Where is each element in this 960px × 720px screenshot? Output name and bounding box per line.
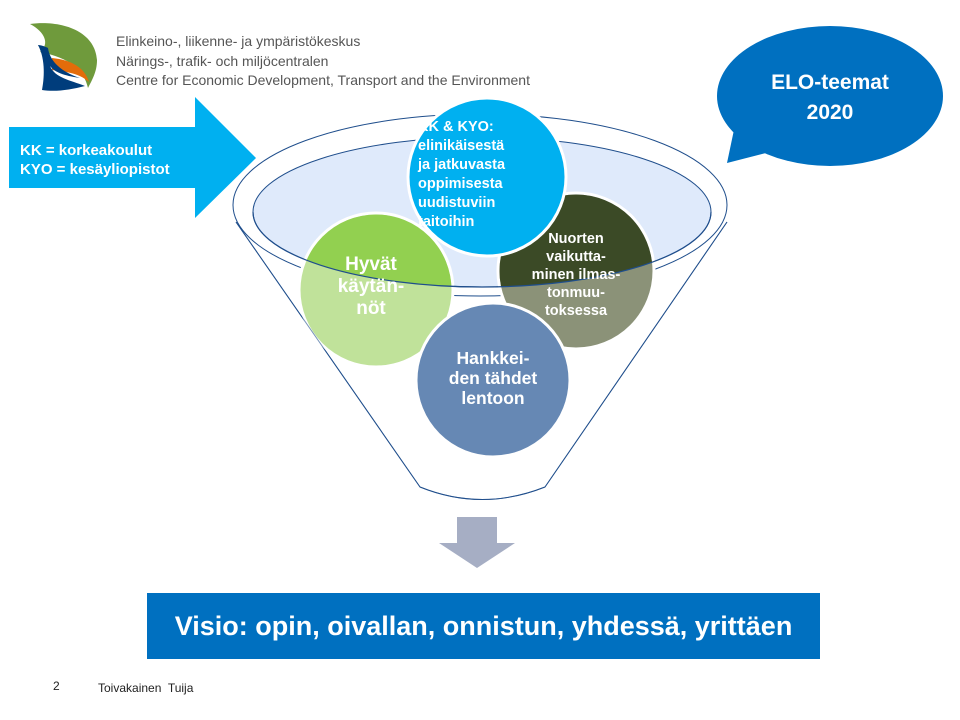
circle-hankkeiden: [414, 301, 572, 459]
label-line: Nuorten: [548, 231, 604, 247]
org-name-fi: Elinkeino-, liikenne- ja ympäristökeskus: [116, 33, 361, 49]
callout-line: ELO-teemat: [771, 71, 889, 94]
ely-logo-icon: [30, 23, 97, 91]
label-line: oppimisesta: [418, 176, 503, 192]
circle-kk-kyo-label: KK & KYO: elinikäisestä ja jatkuvasta op…: [418, 118, 505, 232]
callout-year: 2020: [806, 101, 854, 124]
label-line: elinikäisestä: [418, 138, 505, 154]
label-line: Hankkei-: [456, 348, 530, 368]
down-arrow-icon: [439, 517, 515, 568]
label-line: vaikutta-: [546, 249, 606, 265]
vision-banner: Visio: opin, oivallan, onnistun, yhdessä…: [147, 593, 820, 659]
circle-kk-kyo: [406, 96, 568, 258]
label-line: taitoihin: [418, 214, 475, 230]
label-line: den tähdet: [448, 368, 538, 388]
org-name-sv: Närings-, trafik- och miljöcentralen: [116, 52, 329, 69]
legend-kk: KK = korkeakoulut: [20, 142, 153, 159]
page-number: 2: [53, 679, 60, 693]
label-line: lentoon: [461, 388, 525, 408]
label-line: nöt: [356, 298, 386, 319]
label-line: KK & KYO:: [418, 119, 494, 135]
legend-kyo: KYO = kesäyliopistot: [20, 161, 170, 178]
circle-hyvat-label: Hyvät käytän- nöt: [316, 254, 426, 320]
label-line: minen ilmas-: [531, 267, 621, 283]
circle-hyvat: [297, 211, 455, 369]
abbreviation-legend: KK = korkeakoulut KYO = kesäyliopistot: [20, 141, 170, 179]
label-line: käytän-: [337, 276, 405, 297]
legend-arrow-shape: [9, 97, 256, 218]
callout-bubble: [717, 26, 943, 166]
label-line: uudistuviin: [418, 195, 496, 211]
label-line: ja jatkuvasta: [418, 157, 506, 173]
organization-name: Elinkeino-, liikenne- ja ympäristökeskus…: [116, 32, 530, 91]
callout-title: ELO-teemat 2020: [760, 68, 900, 128]
vision-text: Visio: opin, oivallan, onnistun, yhdessä…: [174, 610, 793, 641]
label-line: tonmuu-: [547, 285, 605, 301]
footer-author: Toivakainen Tuija: [98, 681, 194, 695]
org-name-en: Centre for Economic Development, Transpo…: [116, 72, 530, 88]
circle-nuorten-label: Nuorten vaikutta- minen ilmas- tonmuu- t…: [516, 230, 636, 320]
label-line: Hyvät: [345, 254, 397, 275]
circle-hankkeiden-label: Hankkei- den tähdet lentoon: [428, 348, 558, 408]
label-line: toksessa: [544, 303, 608, 319]
